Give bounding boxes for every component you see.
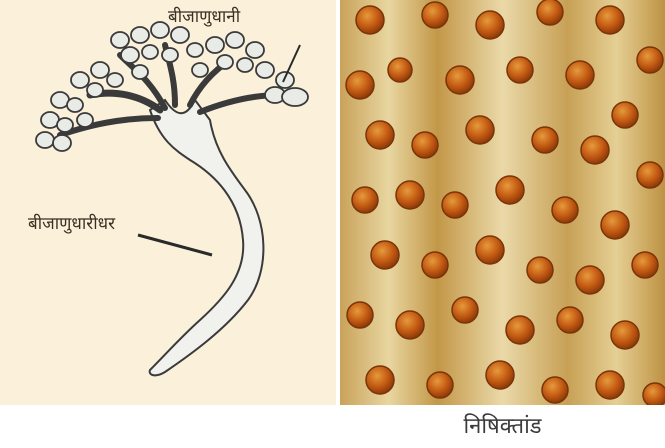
sporangiophore-diagram-panel: बीजाणुधानी बीजाणुधारीधर <box>0 0 336 405</box>
sporangium-label: बीजाणुधानी <box>168 4 240 27</box>
zygospore-image <box>340 0 665 405</box>
sporangiophore-label: बीजाणुधारीधर <box>28 211 115 234</box>
branch-6 <box>60 118 158 135</box>
sporangiophore-stalk <box>150 100 264 375</box>
zygospore-caption: निषिक्तांड <box>340 405 665 448</box>
zygospore-micrograph <box>340 0 665 405</box>
sporangiophore-leader-line <box>138 235 212 255</box>
sporangiophore-drawing <box>0 0 336 405</box>
